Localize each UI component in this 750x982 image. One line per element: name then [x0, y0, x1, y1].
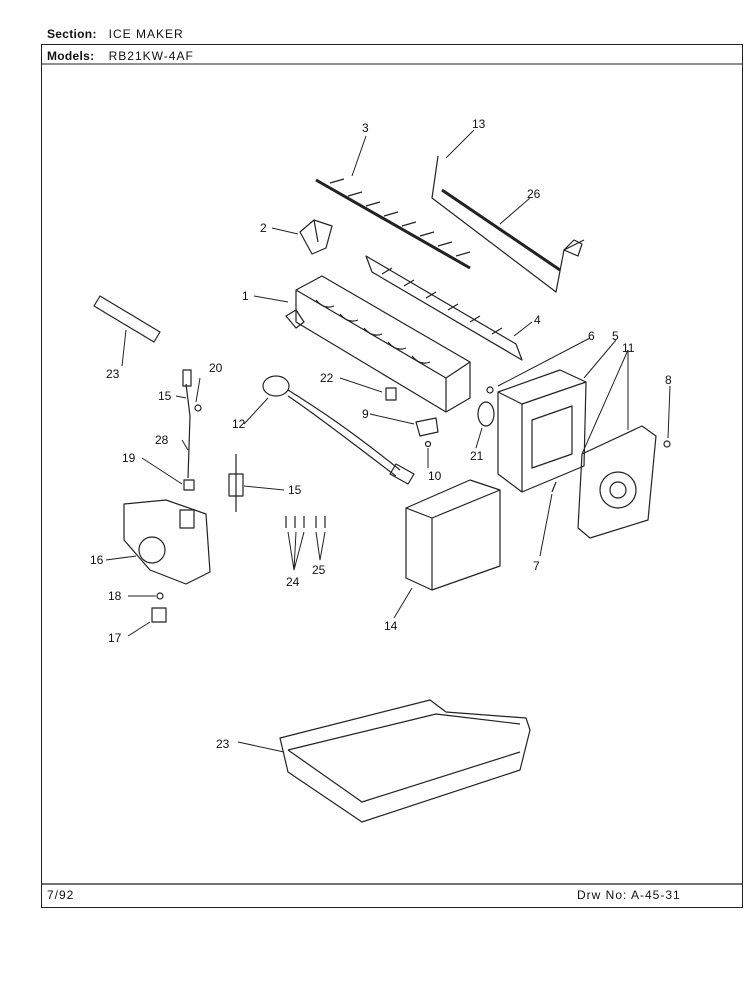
screw-part-8 [663, 440, 671, 448]
fill-tube-part [93, 295, 161, 343]
screws-part-25-26 [285, 516, 326, 528]
callout-6: 6 [588, 329, 595, 343]
callout-16: 16 [90, 553, 104, 567]
leader-lines [105, 129, 671, 753]
models-value: RB21KW-4AF [108, 49, 194, 63]
shutoff-arm-part [431, 155, 585, 293]
callout-12: 12 [232, 417, 246, 431]
washer-part-18 [156, 592, 164, 600]
fuse-part [385, 387, 397, 401]
models-label: Models: [47, 49, 95, 63]
water-tube-part [182, 369, 202, 491]
callout-14: 14 [384, 619, 398, 633]
gear-part-21 [477, 401, 495, 427]
callout-1: 1 [242, 289, 249, 303]
motor-plate-part [577, 425, 657, 539]
screw-part-7 [551, 481, 557, 493]
section-header: Section: ICE MAKER [47, 27, 184, 41]
callout-15-lower: 15 [288, 483, 302, 497]
wiring-harness-part [262, 375, 415, 485]
nut-part-17 [151, 607, 167, 623]
section-label: Section: [47, 27, 97, 41]
callout-25: 24 [286, 575, 300, 589]
callout-26: 25 [312, 563, 326, 577]
callout-20: 20 [209, 361, 223, 375]
stripper-part [365, 255, 523, 361]
callout-17: 17 [108, 631, 122, 645]
thermostat-clip-part [299, 219, 333, 255]
callout-23: 23 [106, 367, 120, 381]
callout-21: 21 [470, 449, 484, 463]
callout-22: 22 [320, 371, 334, 385]
bracket-part [415, 417, 439, 437]
callout-28: 28 [155, 433, 169, 447]
callout-3: 3 [362, 121, 369, 135]
callout-27: 26 [527, 187, 541, 201]
callout-13: 13 [472, 117, 486, 131]
callout-8: 8 [665, 373, 672, 387]
diagram-frame [41, 44, 743, 908]
callout-24: 23 [216, 737, 230, 751]
cover-part [405, 479, 501, 591]
callout-4: 4 [534, 313, 541, 327]
callout-11: 11 [622, 341, 635, 355]
screw-part-6 [486, 386, 494, 394]
ice-mold-part [285, 275, 471, 413]
water-valve-part [123, 499, 211, 585]
callout-7: 7 [533, 559, 540, 573]
footer-date: 7/92 [47, 888, 75, 902]
ice-bin-part [279, 699, 531, 823]
callout-2: 2 [260, 221, 267, 235]
callout-15-upper: 15 [158, 389, 172, 403]
callout-18: 18 [108, 589, 122, 603]
callout-19: 19 [122, 451, 136, 465]
callout-10: 10 [428, 469, 442, 483]
control-housing-part [497, 369, 587, 493]
footer-drawing-number: Drw No: A-45-31 [577, 888, 681, 902]
callout-labels: 3 13 26 2 1 4 23 20 15 12 22 9 10 28 19 … [90, 117, 672, 751]
callout-9: 9 [362, 407, 369, 421]
screw-part-10 [424, 440, 432, 448]
section-value: ICE MAKER [108, 27, 184, 41]
callout-5: 5 [612, 329, 619, 343]
ejector-blade-part [315, 178, 471, 270]
models-header: Models: RB21KW-4AF [47, 49, 194, 63]
compression-fitting-part [228, 454, 244, 512]
